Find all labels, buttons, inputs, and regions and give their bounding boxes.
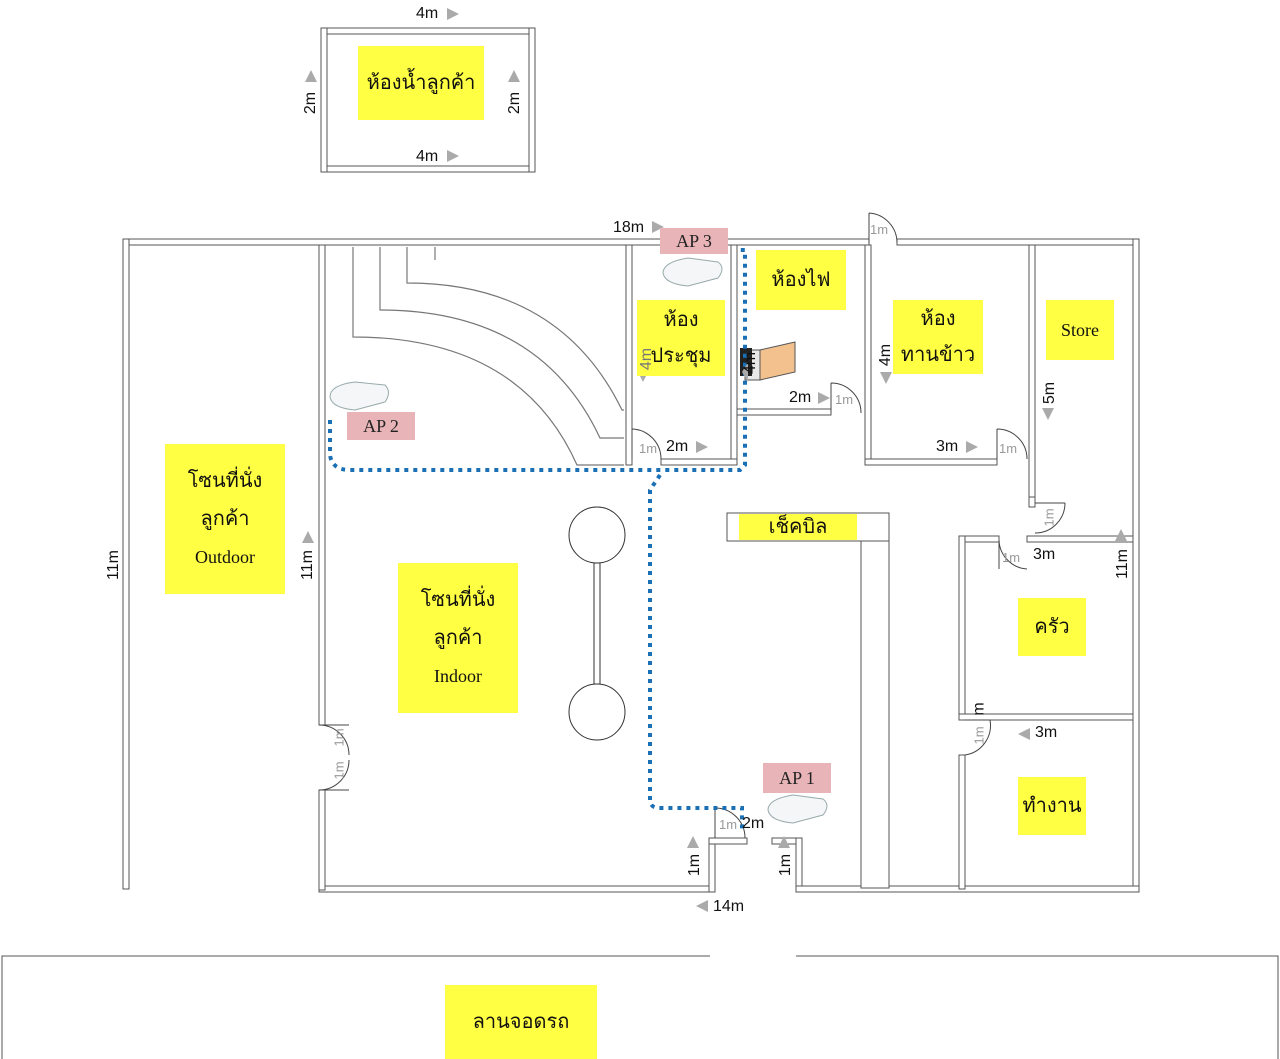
restroom-walls xyxy=(320,27,536,173)
office-text: ทำงาน xyxy=(1022,795,1082,817)
door-label-entry: 1m xyxy=(719,817,738,832)
door-label-meeting: 1m xyxy=(639,441,658,456)
ap2-text: AP 2 xyxy=(363,415,399,436)
indoor-zone-label: โซนที่นั่ง ลูกค้า Indoor xyxy=(398,563,518,713)
electrical-height-dim: 4m xyxy=(742,351,760,375)
interior-walls xyxy=(625,244,1134,890)
dining-room-line-1: ห้อง xyxy=(920,308,956,330)
outdoor-left-dim: 11m xyxy=(104,550,122,580)
parking-text: ลานจอดรถ xyxy=(472,1011,570,1033)
pillars xyxy=(568,506,626,741)
store-label: Store xyxy=(1046,300,1114,360)
doors xyxy=(318,212,1066,839)
kitchen-label: ครัว xyxy=(1018,598,1086,656)
dimension-arrows xyxy=(302,8,1127,912)
meeting-room-line-1: ห้อง xyxy=(663,309,699,331)
customer-restroom-text: ห้องน้ำลูกค้า xyxy=(366,72,476,94)
entry-right-dim: 1m xyxy=(777,853,795,877)
ap1-text: AP 1 xyxy=(779,767,815,788)
outdoor-zone-line-3: Outdoor xyxy=(195,547,255,567)
dining-room-label: ห้อง ทานข้าว xyxy=(893,300,983,374)
door-label-kitchen: 1m xyxy=(1002,550,1021,565)
restroom-bottom-dim: 4m xyxy=(416,148,439,165)
ap3-tag: AP 3 xyxy=(660,228,728,254)
checkout-label: เช็คบิล xyxy=(739,514,857,540)
customer-restroom-label: ห้องน้ำลูกค้า xyxy=(358,46,484,120)
electrical-room-label: ห้องไฟ xyxy=(756,250,846,310)
restroom-left-dim: 2m xyxy=(302,91,320,115)
network-rack xyxy=(740,341,796,381)
checkout-text: เช็คบิล xyxy=(768,516,828,538)
door-label-dining: 1m xyxy=(999,441,1018,456)
meeting-room-label: ห้อง ประชุม xyxy=(637,300,725,376)
kitchen-width-dim: 3m xyxy=(1033,546,1056,563)
indoor-zone-line-2: ลูกค้า xyxy=(433,627,483,649)
indoor-zone-line-3: Indoor xyxy=(434,666,482,686)
office-height-dim: m xyxy=(970,702,988,716)
door-label-top: 1m xyxy=(870,222,889,237)
building-bottom-dim: 14m xyxy=(713,898,745,915)
electrical-room-text: ห้องไฟ xyxy=(771,269,831,291)
door-label-indoor-1: 1m xyxy=(331,728,347,747)
door-label-office: 1m xyxy=(971,726,987,745)
indoor-zone-line-1: โซนที่นั่ง xyxy=(420,589,496,611)
outdoor-zone-line-1: โซนที่นั่ง xyxy=(187,470,263,492)
building-top-dim: 18m xyxy=(613,219,645,236)
door-label-store: 1m xyxy=(1041,508,1057,527)
store-height-dim: 5m xyxy=(1041,381,1059,405)
parking-label: ลานจอดรถ xyxy=(445,985,597,1059)
restroom-top-dim: 4m xyxy=(416,5,439,22)
ap-devices xyxy=(329,257,828,824)
outdoor-zone-label: โซนที่นั่ง ลูกค้า Outdoor xyxy=(165,444,285,594)
meeting-room-line-2: ประชุม xyxy=(650,345,712,367)
restroom-right-dim: 2m xyxy=(506,91,524,115)
door-label-indoor-2: 1m xyxy=(331,761,347,780)
kitchen-text: ครัว xyxy=(1034,616,1070,638)
dining-height-dim: 4m xyxy=(877,343,895,367)
ap2-tag: AP 2 xyxy=(347,412,415,440)
ap3-text: AP 3 xyxy=(676,230,712,251)
entry-width-dim: 2m xyxy=(742,815,765,832)
office-label: ทำงาน xyxy=(1018,777,1086,835)
outdoor-zone-line-2: ลูกค้า xyxy=(200,508,250,530)
outer-walls xyxy=(122,238,1140,893)
right-side-dim: 11m xyxy=(1113,549,1131,579)
ap1-tag: AP 1 xyxy=(763,763,831,793)
stage-curves xyxy=(352,247,624,466)
meeting-width-dim: 2m xyxy=(666,438,689,455)
store-text: Store xyxy=(1061,320,1099,340)
meeting-height-dim: 4m xyxy=(638,347,656,371)
indoor-left-dim: 11m xyxy=(298,550,316,580)
cable-route xyxy=(328,248,747,830)
dining-room-line-2: ทานข้าว xyxy=(900,344,976,366)
entry-left-dim: 1m xyxy=(686,853,704,877)
door-label-electrical: 1m xyxy=(835,392,854,407)
parking-lines xyxy=(1,955,1279,1059)
office-width-dim: 3m xyxy=(1035,724,1058,741)
dining-width-dim: 3m xyxy=(936,438,959,455)
electrical-width-dim: 2m xyxy=(789,389,812,406)
